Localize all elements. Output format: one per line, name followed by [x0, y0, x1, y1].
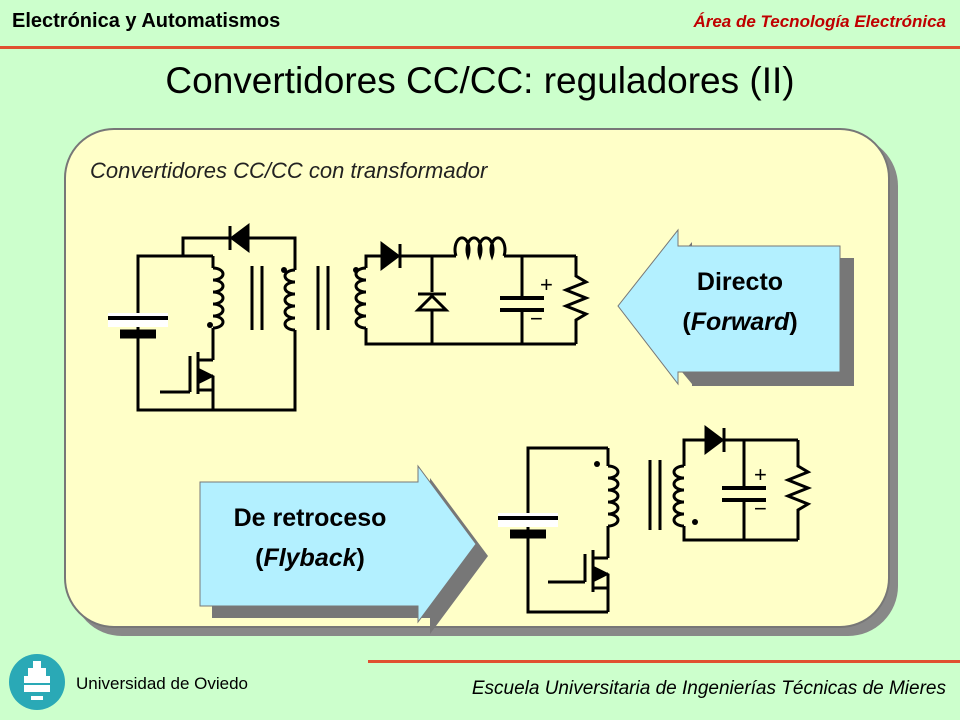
flyback-secondary-coil-icon	[672, 464, 685, 528]
flyback-load-resistor-icon	[783, 440, 813, 540]
forward-dot-primary	[207, 322, 213, 328]
university-seal-icon	[9, 654, 65, 710]
flyback-callout-line2: (Flyback)	[255, 544, 365, 572]
flyback-plus-label: +	[754, 462, 767, 487]
forward-minus-label: −	[530, 306, 543, 331]
flyback-dot-primary	[594, 461, 600, 467]
forward-reset-diode-icon	[228, 223, 250, 253]
forward-output-diode-icon	[380, 241, 402, 271]
forward-freewheel-diode-icon	[414, 256, 450, 344]
forward-primary-coil-icon	[212, 266, 225, 330]
flyback-primary-coil-icon	[607, 464, 620, 528]
forward-dot-reset	[281, 267, 287, 273]
flyback-battery-icon	[498, 513, 558, 539]
header-rule	[0, 46, 960, 49]
slide-title: Convertidores CC/CC: reguladores (II)	[165, 60, 795, 101]
flyback-dot-secondary	[692, 519, 698, 525]
flyback-output-capacitor-icon	[722, 440, 766, 540]
school-name: Escuela Universitaria de Ingenierías Téc…	[471, 678, 946, 699]
forward-plus-label: +	[540, 272, 553, 297]
university-name: Universidad de Oviedo	[76, 674, 248, 693]
forward-dot-secondary	[353, 267, 359, 273]
forward-secondary-coil-icon	[354, 266, 367, 330]
forward-converter-circuit	[108, 223, 591, 412]
footer-rule	[368, 660, 960, 663]
slide-subtitle: Convertidores CC/CC con transformador	[90, 158, 488, 183]
forward-output-capacitor-icon	[500, 256, 544, 344]
forward-load-resistor-icon	[561, 256, 591, 344]
forward-callout-line2: (Forward)	[682, 308, 797, 336]
forward-mosfet-icon	[160, 350, 215, 410]
department-title: Área de Tecnología Electrónica	[693, 12, 946, 31]
flyback-mosfet-icon	[548, 548, 610, 612]
flyback-output-diode-icon	[704, 425, 726, 455]
forward-callout-arrow	[617, 228, 841, 386]
forward-callout-line1: Directo	[697, 268, 783, 296]
flyback-converter-circuit	[498, 425, 813, 614]
course-title: Electrónica y Automatismos	[12, 10, 281, 32]
forward-output-inductor-icon	[453, 236, 507, 261]
flyback-callout-arrow	[199, 464, 477, 624]
flyback-callout-line1: De retroceso	[234, 504, 387, 532]
forward-battery-icon	[108, 313, 168, 339]
flyback-minus-label: −	[754, 496, 767, 521]
forward-reset-coil-icon	[283, 268, 296, 332]
